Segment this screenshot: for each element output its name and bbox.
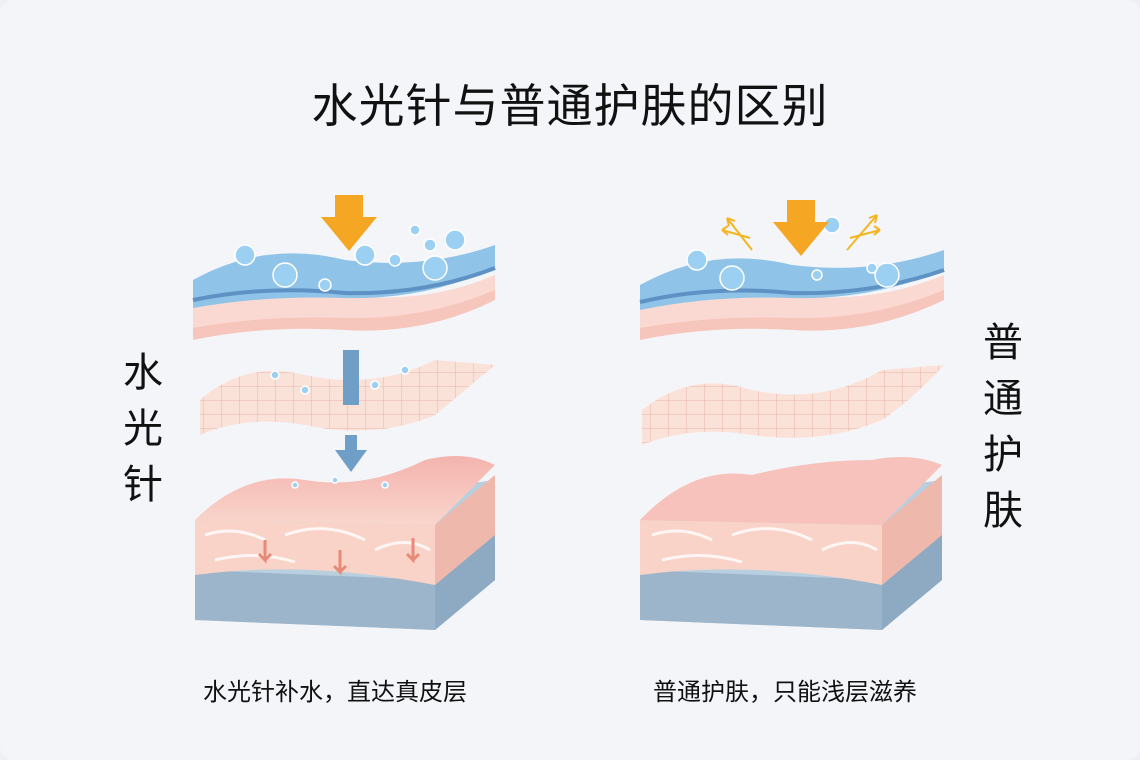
label-char: 护 bbox=[983, 432, 1023, 478]
water-droplets bbox=[234, 224, 466, 489]
epidermis-sheet bbox=[642, 365, 944, 445]
right-vertical-label: 普 通 护 肤 bbox=[978, 315, 1028, 539]
label-char: 光 bbox=[123, 406, 163, 452]
injection-arrow-icon bbox=[335, 435, 367, 472]
injection-arrow-shaft bbox=[343, 350, 359, 405]
left-caption: 水光针补水，直达真皮层 bbox=[203, 678, 467, 706]
label-char: 普 bbox=[983, 320, 1023, 366]
normal-skincare-illustration bbox=[639, 200, 945, 630]
microneedle-skin-illustration bbox=[192, 195, 496, 630]
page-title: 水光针与普通护肤的区别 bbox=[311, 79, 829, 133]
surface-layers bbox=[192, 245, 496, 340]
right-caption: 普通护肤，只能浅层滋养 bbox=[653, 678, 917, 706]
reflect-arrows-icon bbox=[721, 214, 881, 251]
surface-layers bbox=[639, 250, 945, 340]
label-char: 通 bbox=[983, 376, 1023, 422]
left-vertical-label: 水 光 针 bbox=[118, 345, 168, 513]
dermis-block bbox=[195, 456, 495, 630]
label-char: 针 bbox=[123, 462, 163, 508]
dermis-block bbox=[640, 456, 942, 630]
label-char: 肤 bbox=[983, 488, 1023, 534]
water-droplets bbox=[686, 216, 900, 291]
label-char: 水 bbox=[123, 350, 163, 396]
down-arrow-icon bbox=[773, 200, 829, 256]
down-arrow-icon bbox=[321, 195, 377, 251]
